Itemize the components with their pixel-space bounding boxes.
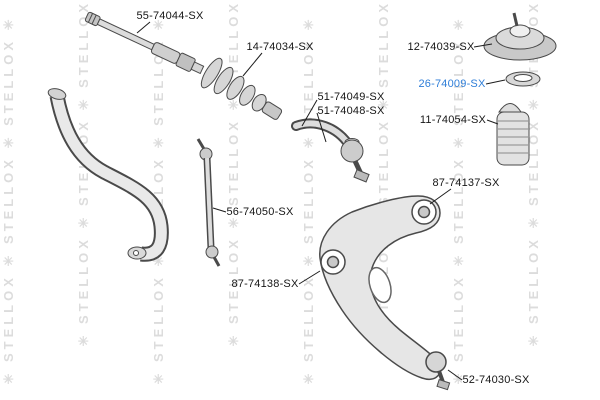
part-label-56-74050-sx[interactable]: 56-74050-SX — [226, 206, 294, 218]
stabilizer-bar-art — [47, 88, 169, 262]
leader-lines — [136, 21, 506, 381]
part-label-14-74034-sx[interactable]: 14-74034-SX — [246, 41, 314, 53]
bump-stop-art — [496, 103, 530, 166]
steering-boot-art — [200, 57, 283, 120]
strut-bearing-art — [505, 71, 541, 87]
part-label-26-74009-sx[interactable]: 26-74009-SX — [418, 78, 486, 90]
stabilizer-link-art — [196, 138, 221, 267]
part-label-87-74138-sx[interactable]: 87-74138-SX — [231, 278, 299, 290]
tie-rod-end-art — [291, 118, 370, 183]
control-arm-art — [319, 195, 442, 380]
part-label-87-74137-sx[interactable]: 87-74137-SX — [432, 177, 500, 189]
part-label-52-74030-sx[interactable]: 52-74030-SX — [462, 374, 530, 386]
part-label-11-74054-sx[interactable]: 11-74054-SX — [419, 114, 487, 126]
part-label-51-74048-sx[interactable]: 51-74048-SX — [317, 105, 385, 117]
part-label-55-74044-sx[interactable]: 55-74044-SX — [136, 10, 204, 22]
ball-joint-art — [425, 351, 451, 391]
part-label-12-74039-sx[interactable]: 12-74039-SX — [407, 41, 475, 53]
strut-mount-art — [483, 12, 557, 61]
part-label-51-74049-sx[interactable]: 51-74049-SX — [317, 91, 385, 103]
axial-rod-art — [84, 11, 205, 75]
